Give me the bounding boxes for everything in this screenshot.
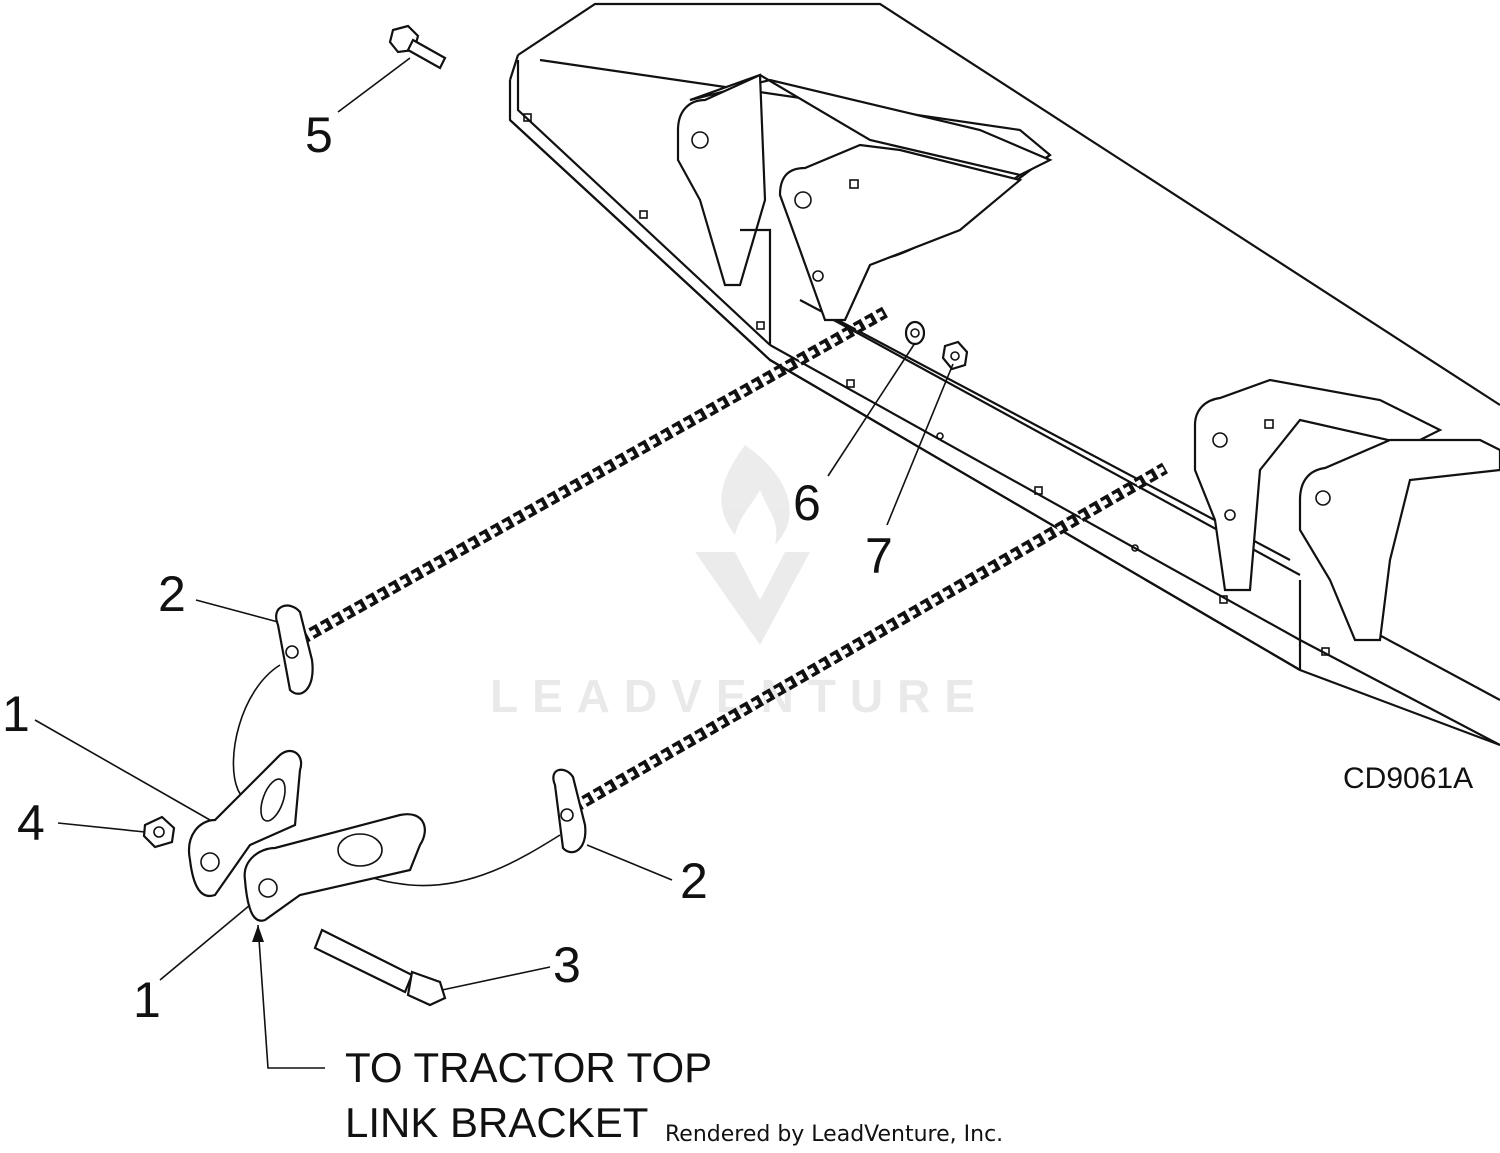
nut-item-7 [941,340,969,371]
callout-5: 5 [305,107,333,163]
watermark-text: LEADVENTURE [490,670,989,722]
credit-text: Rendered by LeadVenture, Inc. [665,1122,1003,1147]
mower-frame [508,2,1500,747]
top-link-strap-upper [187,749,303,898]
caption-line-2: LINK BRACKET [345,1099,648,1146]
leader-lines [34,57,954,1069]
callout-7: 7 [865,528,893,584]
caption-line-1: TO TRACTOR TOP [345,1044,712,1091]
nut-item-4 [142,815,176,849]
lower-chain [570,462,1168,814]
callout-1-lower: 1 [133,972,161,1028]
bolt-item-3 [313,928,447,1007]
callout-3: 3 [553,937,581,993]
callout-6: 6 [793,475,821,531]
callout-4: 4 [17,795,45,851]
bolt-item-5 [388,24,447,70]
upper-chain [297,306,888,646]
figure-code: CD9061A [1343,762,1473,795]
chain-plate-upper [275,604,314,695]
washer-item-6 [904,320,926,346]
callout-2-upper: 2 [158,566,186,622]
chain-plate-lower [552,768,587,854]
callout-2-lower: 2 [680,853,708,909]
callout-1-upper: 1 [2,686,30,742]
top-link-strap-lower [243,813,426,922]
